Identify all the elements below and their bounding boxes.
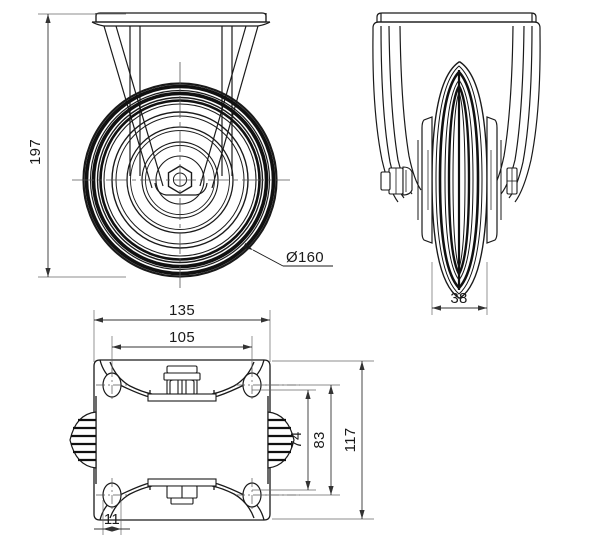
plan-view: 135 105 11 74 83 (69, 302, 374, 535)
front-view-centerlines (72, 62, 290, 292)
side-axle-bolt-left (380, 166, 413, 196)
side-axle-bolt-right (506, 167, 518, 195)
plan-tyre-tread-left (69, 411, 97, 469)
dimension-plate-height: 117 (272, 360, 374, 520)
dimension-label-38: 38 (450, 290, 467, 307)
dimension-label-105: 105 (169, 329, 195, 346)
dimension-label-135: 135 (169, 302, 195, 319)
dimension-bolt-spacing-width: 105 (111, 329, 253, 372)
front-elevation-view: 197 Ø160 (27, 12, 333, 292)
dimension-label-117: 117 (342, 428, 359, 453)
dimension-label-diameter160: Ø160 (286, 249, 324, 266)
dimension-bolt-spacing-height: 83 (260, 384, 340, 496)
dimension-wheel-diameter: Ø160 (242, 242, 333, 267)
plan-mounting-plate (93, 359, 271, 521)
dimension-label-11: 11 (104, 511, 120, 528)
dimension-overall-height: 197 (27, 13, 126, 278)
dimension-label-74: 74 (288, 431, 305, 448)
side-elevation-view: 38 (372, 12, 541, 315)
plan-axle-bolt-bottom (147, 478, 217, 505)
side-wheel-tyre (431, 61, 488, 299)
dimension-bolt-spacing-inner-height: 74 (252, 389, 316, 491)
dimension-plate-width: 135 (93, 302, 271, 362)
dimension-label-83: 83 (311, 431, 328, 448)
side-top-plate (372, 12, 541, 34)
dimension-label-197: 197 (27, 139, 44, 165)
side-wheel-hub-plates (417, 116, 502, 244)
plan-tyre-tread-right (267, 411, 295, 469)
dimension-bolt-hole-size: 11 (94, 500, 130, 535)
front-top-plate (91, 12, 271, 27)
plan-axle-bolt-top (147, 365, 217, 402)
dimension-tread-width: 38 (431, 262, 488, 315)
